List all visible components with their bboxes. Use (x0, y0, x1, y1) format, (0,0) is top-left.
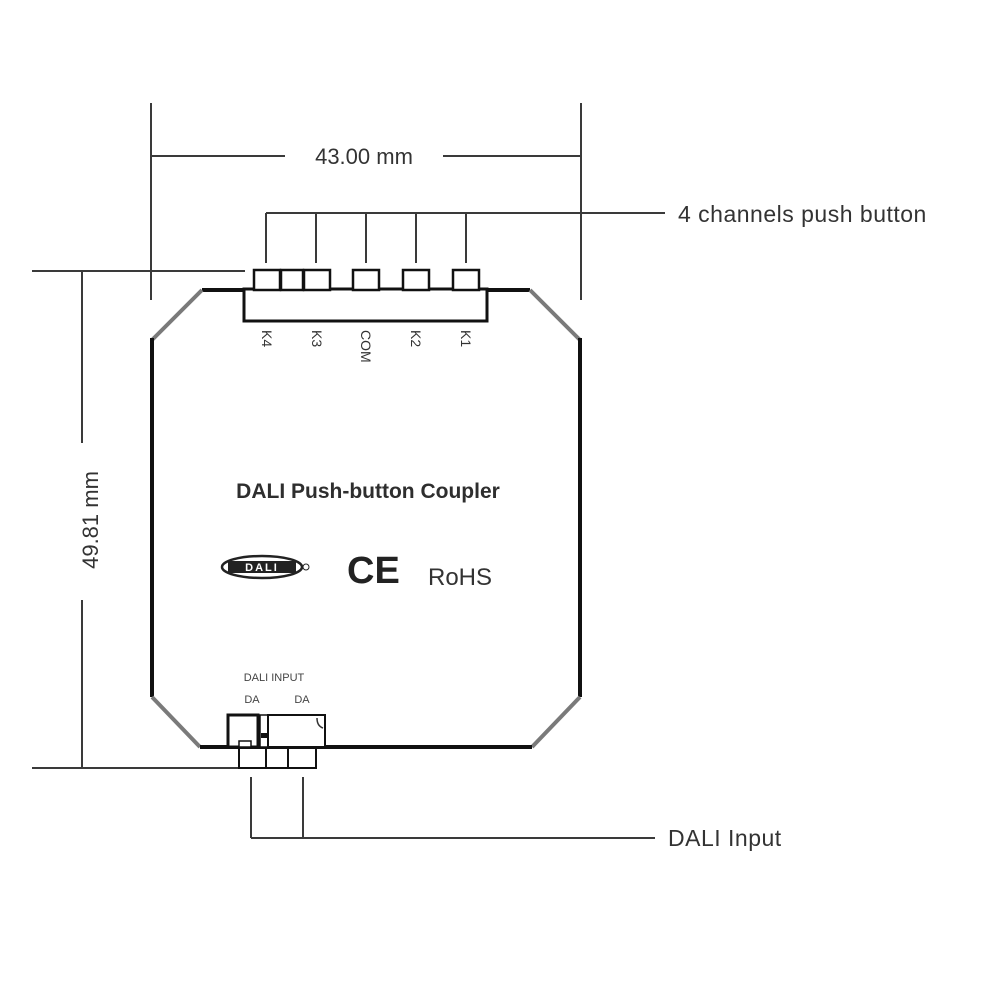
terminal-k1 (451, 268, 481, 292)
rohs-mark: RoHS (428, 564, 492, 591)
terminal-k4 (252, 268, 282, 292)
push-button-leaders: 4 channels push button (265, 201, 927, 263)
terminal-label-com: COM (358, 330, 374, 363)
terminal-com (351, 268, 381, 292)
dali-logo-text: DALI (245, 562, 279, 574)
terminal-label-k1: K1 (458, 330, 474, 347)
dali-input-header: DALI INPUT (244, 672, 305, 684)
certification-marks: DALI CE RoHS (220, 550, 492, 592)
body-chamfer-top-left (150, 288, 204, 342)
connector-latch-mark (261, 733, 267, 738)
terminal-label-k2: K2 (408, 330, 424, 347)
dali-input-leaders: DALI Input (250, 777, 782, 851)
product-title: DALI Push-button Coupler (236, 480, 500, 503)
dali-terminal-1 (238, 747, 267, 769)
height-dimension-label: 49.81 mm (78, 471, 103, 569)
width-dimension-label: 43.00 mm (315, 144, 413, 169)
device-body (150, 288, 582, 749)
ce-mark: CE (347, 550, 400, 592)
body-chamfer-bottom-right (530, 695, 582, 749)
height-dimension: 49.81 mm (32, 270, 245, 769)
terminal-k2 (401, 268, 431, 292)
terminal-block-body (242, 287, 489, 323)
dali-logo-band (228, 561, 296, 573)
terminal-spacer (279, 268, 305, 292)
body-chamfer-bottom-left (150, 695, 202, 749)
push-button-callout: 4 channels push button (678, 201, 927, 227)
terminal-label-k3: K3 (309, 330, 325, 347)
dali-terminal-label-1: DA (244, 694, 260, 706)
terminal-k3 (302, 268, 332, 292)
connector-latch (259, 714, 269, 748)
terminal-label-k4: K4 (259, 330, 275, 347)
dali-terminal-spacer (265, 747, 289, 769)
dali-logo-registered (302, 563, 310, 571)
width-dimension: 43.00 mm (150, 103, 582, 300)
top-terminal-block: K4 K3 COM K2 K1 (242, 268, 489, 363)
connector-tab (238, 740, 252, 748)
dali-terminal-label-2: DA (294, 694, 310, 706)
dali-logo: DALI (220, 554, 310, 580)
dali-input-connector: DALI INPUT DA DA (226, 672, 326, 769)
body-chamfer-top-right (528, 288, 582, 342)
connector-housing-notch (316, 717, 324, 729)
dali-input-callout: DALI Input (668, 825, 782, 851)
dali-terminal-2 (287, 747, 317, 769)
